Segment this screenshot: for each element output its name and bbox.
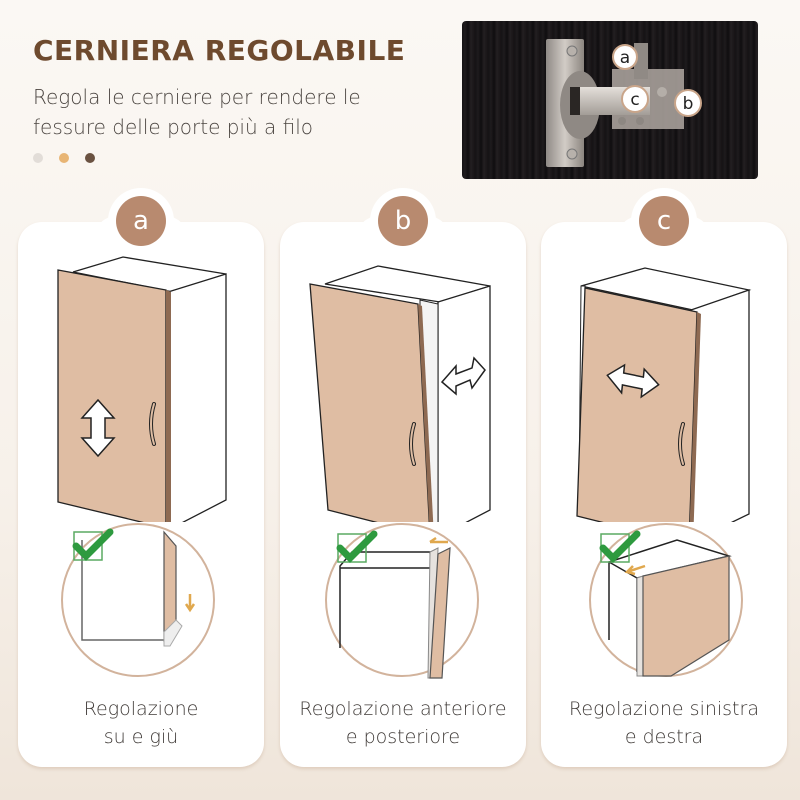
badge-b: b (378, 196, 428, 246)
front-back-arrow-icon (440, 356, 486, 396)
check-icon (72, 528, 114, 561)
color-dot-brown (85, 153, 95, 163)
caption-line-2: su e giù (103, 726, 179, 748)
card-up-down: a Regolazione su e giù (18, 196, 264, 767)
caption-line-1: Regolazione anteriore (299, 698, 507, 720)
check-icon (336, 530, 378, 563)
color-dots (33, 153, 95, 163)
hinge-photo: a c b (462, 21, 758, 179)
caption-left-right: Regolazione sinistra e destra (541, 695, 787, 751)
svg-text:c: c (630, 90, 639, 110)
hinge-label-b: b (674, 89, 702, 117)
color-dot-tan (59, 153, 69, 163)
caption-front-back: Regolazione anteriore e posteriore (280, 695, 526, 751)
page-subtitle: Regola le cerniere per rendere le fessur… (33, 85, 361, 139)
badge-a: a (116, 196, 166, 246)
up-down-arrow-icon (80, 398, 116, 458)
cabinet-illustration-b (309, 265, 491, 522)
card-front-back: b Regolazione anteriore e posteriore (280, 196, 526, 767)
page-title: CERNIERA REGOLABILE (33, 34, 406, 67)
badge-c: c (639, 196, 689, 246)
hinge-illustration: a c b (546, 39, 702, 167)
check-icon (599, 530, 641, 563)
caption-line-1: Regolazione sinistra (569, 698, 759, 720)
hinge-label-c: c (621, 85, 649, 113)
caption-line-1: Regolazione (83, 698, 199, 720)
detail-zoom-c (589, 523, 743, 677)
svg-text:a: a (620, 48, 630, 68)
caption-up-down: Regolazione su e giù (18, 695, 264, 751)
cabinet-illustration-c (576, 267, 752, 522)
hinge-label-a: a (612, 44, 638, 70)
card-left-right: c Regolazione sinistra e destra (541, 196, 787, 767)
detail-zoom-a (61, 523, 215, 677)
color-dot-light (33, 153, 43, 163)
svg-text:b: b (683, 94, 694, 114)
cabinet-illustration-a (57, 256, 227, 522)
detail-zoom-b (325, 523, 479, 679)
caption-line-2: e destra (624, 726, 704, 748)
left-right-arrow-icon (606, 363, 660, 399)
caption-line-2: e posteriore (345, 726, 461, 748)
